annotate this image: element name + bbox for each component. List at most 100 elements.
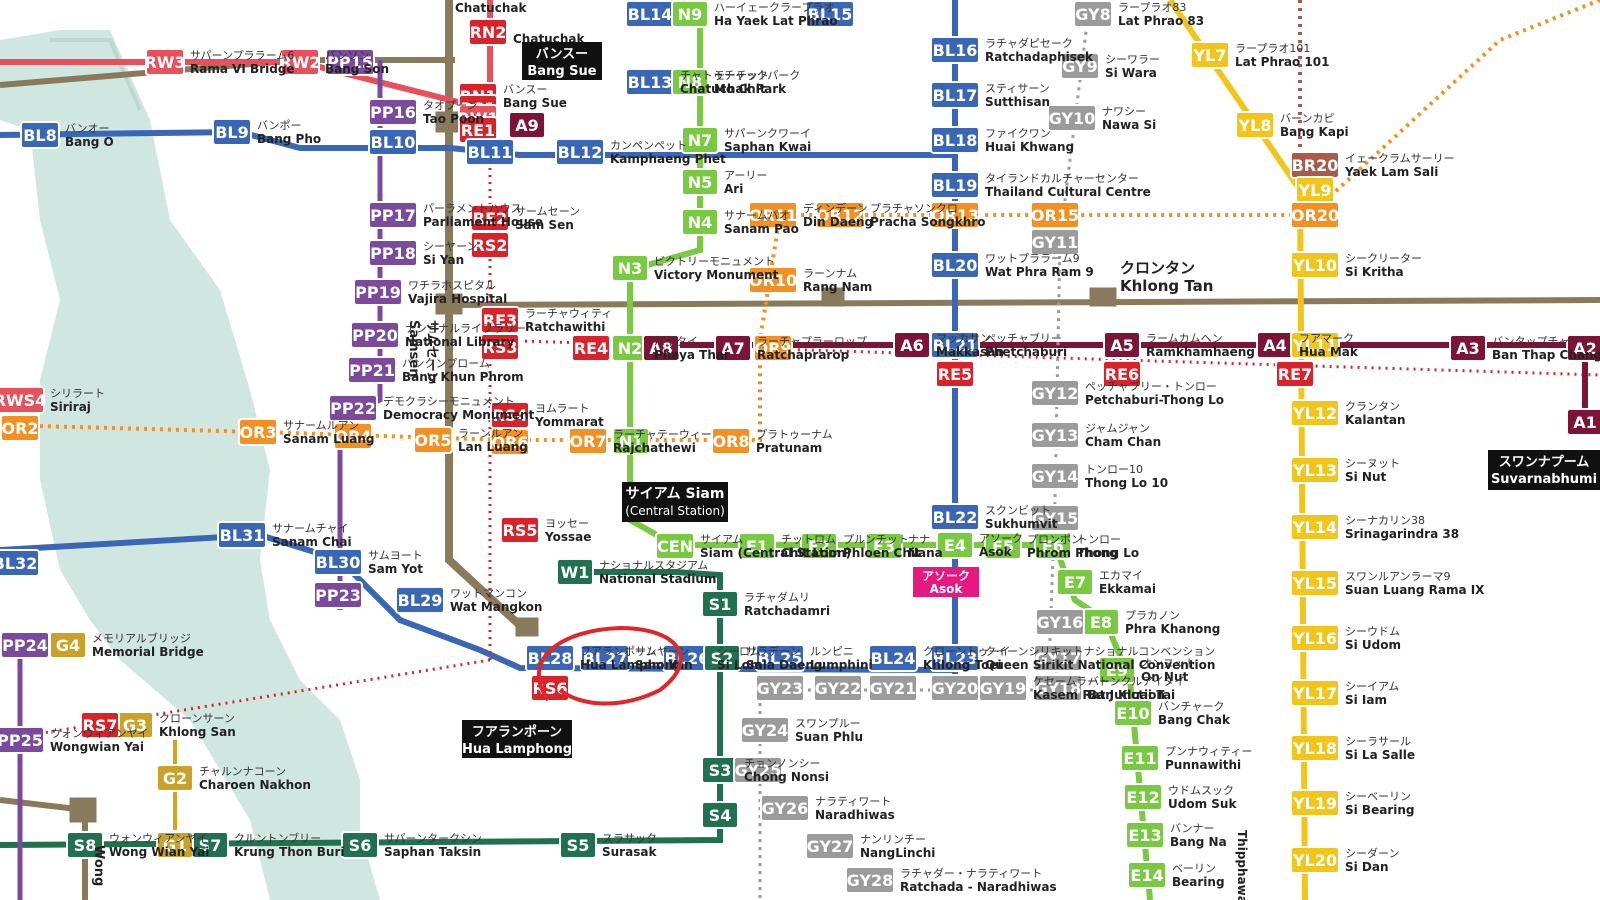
- station-e14[interactable]: E14: [1127, 861, 1167, 889]
- station-or6[interactable]: OR6: [490, 428, 530, 456]
- station-gy11[interactable]: GY11: [1030, 228, 1080, 256]
- station-gy8[interactable]: GY8: [1073, 0, 1113, 28]
- station-n9[interactable]: N9: [671, 0, 709, 28]
- station-gy23[interactable]: GY23: [755, 674, 805, 702]
- station-yl14[interactable]: YL14: [1290, 513, 1340, 541]
- station-re1[interactable]: RE1: [458, 116, 498, 144]
- station-re6[interactable]: RE6: [1102, 360, 1142, 388]
- station-a2[interactable]: A2: [1566, 334, 1600, 362]
- station-rs4[interactable]: RS4: [490, 401, 530, 429]
- station-bl14[interactable]: BL14: [625, 0, 675, 28]
- station-yl17[interactable]: YL17: [1290, 679, 1340, 707]
- station-e8[interactable]: E8: [1082, 608, 1120, 636]
- station-g4[interactable]: G4: [49, 631, 87, 659]
- station-s7[interactable]: S7: [191, 831, 229, 859]
- station-s6[interactable]: S6: [341, 831, 379, 859]
- station-e10[interactable]: E10: [1113, 699, 1153, 727]
- station-re2[interactable]: RE2: [470, 204, 510, 232]
- station-gy22[interactable]: GY22: [813, 674, 863, 702]
- station-e2[interactable]: E2: [800, 532, 838, 560]
- station-or2[interactable]: OR2: [0, 414, 40, 442]
- station-yl7[interactable]: YL7: [1190, 41, 1230, 69]
- station-yl9[interactable]: YL9: [1295, 176, 1335, 204]
- station-gy19[interactable]: GY19: [978, 674, 1028, 702]
- station-yl8[interactable]: YL8: [1235, 111, 1275, 139]
- station-or7[interactable]: OR7: [568, 427, 608, 455]
- station-s3[interactable]: S3: [701, 756, 739, 784]
- station-bl22[interactable]: BL22: [930, 503, 980, 531]
- station-pp18[interactable]: PP18: [368, 239, 418, 267]
- station-bl10[interactable]: BL10: [368, 128, 418, 156]
- station-e9[interactable]: E9: [1098, 656, 1136, 684]
- station-pp22[interactable]: PP22: [328, 394, 378, 422]
- station-rw3[interactable]: RW3: [144, 48, 186, 76]
- station-rs5[interactable]: RS5: [500, 516, 540, 544]
- station-a4[interactable]: A4: [1256, 331, 1294, 359]
- station-s2[interactable]: S2: [703, 644, 741, 672]
- station-or12[interactable]: OR12: [815, 201, 865, 229]
- station-or20[interactable]: OR20: [1290, 201, 1340, 229]
- station-or13[interactable]: OR13: [930, 201, 980, 229]
- station-e13[interactable]: E13: [1125, 821, 1165, 849]
- station-bl28[interactable]: BL28: [525, 644, 575, 672]
- station-rw2[interactable]: RW2: [279, 48, 321, 76]
- station-s5[interactable]: S5: [559, 831, 597, 859]
- station-bl18[interactable]: BL18: [930, 126, 980, 154]
- station-or10[interactable]: OR10: [748, 266, 798, 294]
- station-a6[interactable]: A6: [893, 331, 931, 359]
- station-n5[interactable]: N5: [681, 168, 719, 196]
- station-gy28[interactable]: GY28: [845, 866, 895, 894]
- station-bl32[interactable]: BL32: [0, 549, 40, 577]
- station-yl13[interactable]: YL13: [1290, 456, 1340, 484]
- station-bl16[interactable]: BL16: [930, 36, 980, 64]
- station-gy15[interactable]: GY15: [1030, 504, 1080, 532]
- station-n4[interactable]: N4: [681, 208, 719, 236]
- station-bl26[interactable]: BL26: [662, 644, 712, 672]
- station-e1[interactable]: E1: [738, 532, 776, 560]
- station-gy9[interactable]: GY9: [1060, 52, 1100, 80]
- station-yl11[interactable]: YL11: [1290, 331, 1340, 359]
- station-e5[interactable]: E5: [984, 532, 1022, 560]
- station-gy25[interactable]: GY25: [733, 756, 783, 784]
- station-bl23[interactable]: BL23: [930, 644, 980, 672]
- station-yl15[interactable]: YL15: [1290, 569, 1340, 597]
- station-pp19[interactable]: PP19: [353, 278, 403, 306]
- station-gy27[interactable]: GY27: [805, 832, 855, 860]
- station-n2[interactable]: N2: [611, 334, 649, 362]
- station-bl24[interactable]: BL24: [868, 644, 918, 672]
- station-gy16[interactable]: GY16: [1035, 608, 1085, 636]
- station-bl21[interactable]: BL21: [930, 331, 980, 359]
- station-g3[interactable]: G3: [116, 711, 154, 739]
- station-pp25[interactable]: PP25: [0, 726, 45, 754]
- station-a9[interactable]: A9: [508, 111, 546, 139]
- station-or3[interactable]: OR3: [238, 418, 278, 446]
- station-bl29[interactable]: BL29: [395, 586, 445, 614]
- station-e3[interactable]: E3: [865, 532, 903, 560]
- station-gy17[interactable]: GY17: [1033, 644, 1083, 672]
- station-or5[interactable]: OR5: [413, 426, 453, 454]
- station-pp17[interactable]: PP17: [368, 201, 418, 229]
- station-rs3[interactable]: RS3: [480, 333, 520, 361]
- station-pp15[interactable]: PP15: [325, 48, 375, 76]
- station-pp23[interactable]: PP23: [313, 581, 363, 609]
- station-pp21[interactable]: PP21: [347, 356, 397, 384]
- station-re4[interactable]: RE4: [571, 334, 611, 362]
- station-g2[interactable]: G2: [156, 764, 194, 792]
- station-e4[interactable]: E4: [936, 531, 974, 559]
- station-bl13[interactable]: BL13: [625, 68, 675, 96]
- station-e12[interactable]: E12: [1123, 783, 1163, 811]
- station-s4[interactable]: S4: [701, 801, 739, 829]
- station-or11[interactable]: OR11: [748, 201, 798, 229]
- station-a5[interactable]: A5: [1103, 331, 1141, 359]
- station-n3[interactable]: N3: [611, 254, 649, 282]
- station-bl12[interactable]: BL12: [555, 138, 605, 166]
- station-n8[interactable]: N8: [671, 68, 709, 96]
- station-e6[interactable]: E6: [1034, 532, 1072, 560]
- station-or15[interactable]: OR15: [1030, 201, 1080, 229]
- station-gy21[interactable]: GY21: [868, 674, 918, 702]
- station-rs2[interactable]: RS2: [470, 231, 510, 259]
- station-bl25[interactable]: BL25: [755, 644, 805, 672]
- station-n7[interactable]: N7: [681, 126, 719, 154]
- station-yl19[interactable]: YL19: [1290, 789, 1340, 817]
- station-gy13[interactable]: GY13: [1030, 421, 1080, 449]
